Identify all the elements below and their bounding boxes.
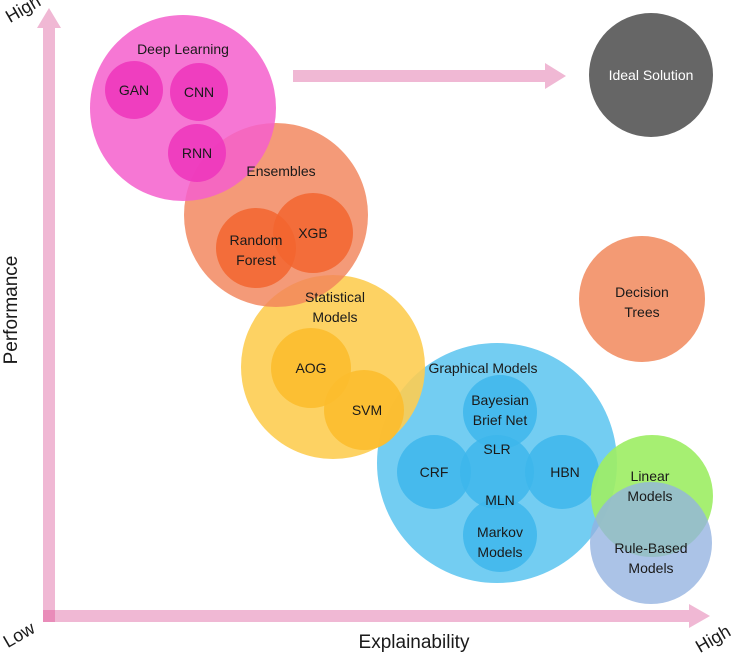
forest-label: Forest	[236, 252, 276, 268]
crf-label: CRF	[420, 464, 449, 480]
rule-based-label-line2: Models	[628, 560, 673, 576]
y-axis-arrowhead	[37, 8, 61, 28]
slr-circle	[460, 435, 534, 509]
xgb-label: XGB	[298, 225, 328, 241]
slr-label: SLR	[483, 441, 510, 457]
rnn-label: RNN	[182, 145, 212, 161]
gan-label: GAN	[119, 82, 149, 98]
svm-circle	[324, 370, 404, 450]
ideal-arrow-shaft	[293, 70, 548, 82]
decision-trees-circle	[579, 236, 705, 362]
rnn-circle	[168, 124, 226, 182]
ensembles-label: Ensembles	[246, 163, 315, 179]
x-axis-title: Explainability	[359, 632, 470, 653]
rule-based-label-line1: Rule-Based	[614, 540, 687, 556]
brief-net-label: Brief Net	[473, 412, 528, 428]
xgb-circle	[273, 193, 353, 273]
gan-circle	[105, 61, 163, 119]
graphical-models-label: Graphical Models	[429, 360, 538, 376]
y-axis-shaft	[43, 26, 55, 622]
rule-based-models-circle	[590, 482, 712, 604]
statistical-models-group	[241, 275, 425, 459]
markov-label: Markov	[477, 524, 523, 540]
statistical-label-line2: Models	[312, 309, 357, 325]
aog-label: AOG	[295, 360, 326, 376]
svm-label: SVM	[352, 402, 382, 418]
hbn-label: HBN	[550, 464, 580, 480]
graphical-models-group	[377, 343, 617, 583]
y-axis-high-label: High	[2, 0, 44, 27]
statistical-label-line1: Statistical	[305, 289, 365, 305]
ideal-arrow-head	[545, 63, 566, 89]
cnn-circle	[170, 63, 228, 121]
bayesian-circle	[463, 375, 537, 449]
y-axis-title: Performance	[1, 256, 22, 365]
labels: Deep Learning GAN CNN RNN Ensembles Rand…	[119, 41, 694, 576]
x-axis-shaft	[43, 610, 691, 622]
x-axis-arrowhead	[689, 604, 710, 628]
markov-circle	[463, 498, 537, 572]
axis-origin	[43, 610, 55, 622]
ideal-solution-label: Ideal Solution	[609, 67, 694, 83]
axes	[37, 8, 710, 628]
deep-learning-label: Deep Learning	[137, 41, 229, 57]
linear-label-line1: Linear	[631, 468, 670, 484]
bayesian-label: Bayesian	[471, 392, 529, 408]
origin-low-label: Low	[0, 617, 39, 651]
linear-label-line2: Models	[627, 488, 672, 504]
markov-models-label: Models	[477, 544, 522, 560]
mln-label: MLN	[485, 492, 515, 508]
ideal-solution-circle	[589, 13, 713, 137]
decision-label-line2: Trees	[624, 304, 659, 320]
decision-label-line1: Decision	[615, 284, 669, 300]
cnn-label: CNN	[184, 84, 214, 100]
crf-circle	[397, 435, 471, 509]
hbn-circle	[525, 435, 599, 509]
x-axis-high-label: High	[692, 621, 734, 654]
random-label: Random	[230, 232, 283, 248]
deep-learning-group	[90, 15, 276, 201]
